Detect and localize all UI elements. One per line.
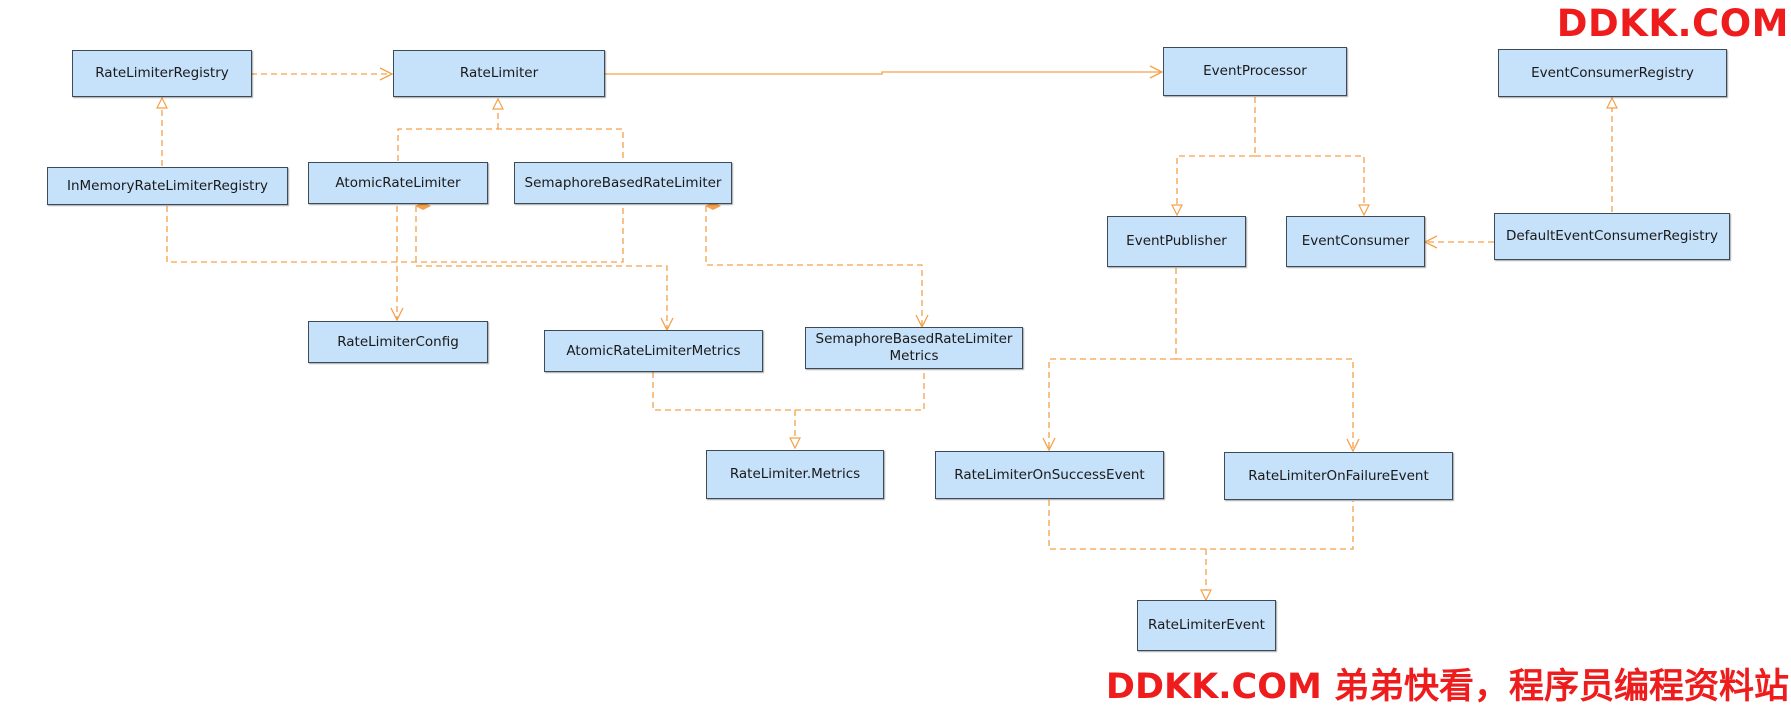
node-rate-limiter-registry: RateLimiterRegistry xyxy=(72,50,252,97)
node-default-event-consumer-registry: DefaultEventConsumerRegistry xyxy=(1494,213,1730,260)
edge-ratelimiter-to-eventprocessor xyxy=(604,72,1162,74)
edge-inmemory-to-config xyxy=(166,206,624,263)
edge-atomic-composition-metrics xyxy=(416,206,667,330)
node-semaphore-based-rate-limiter-metrics: SemaphoreBasedRateLimiter Metrics xyxy=(805,327,1023,369)
node-event-publisher: EventPublisher xyxy=(1107,216,1246,267)
edge-events-to-base xyxy=(1048,500,1354,550)
node-rate-limiter-metrics: RateLimiter.Metrics xyxy=(706,450,884,499)
edge-atomic-to-ratelimiter xyxy=(397,128,624,161)
node-atomic-rate-limiter: AtomicRateLimiter xyxy=(308,162,488,204)
node-rate-limiter-on-success-event: RateLimiterOnSuccessEvent xyxy=(935,451,1164,499)
edge-eventprocessor-to-publisher xyxy=(1177,155,1255,215)
edge-semaphore-composition-metrics xyxy=(706,206,922,327)
node-atomic-rate-limiter-metrics: AtomicRateLimiterMetrics xyxy=(544,330,763,372)
node-semaphore-based-rate-limiter: SemaphoreBasedRateLimiter xyxy=(514,162,732,204)
node-in-memory-rate-limiter-registry: InMemoryRateLimiterRegistry xyxy=(47,167,288,205)
edge-publisher-to-failure xyxy=(1176,358,1353,451)
edge-eventprocessor-to-consumer xyxy=(1255,155,1364,215)
node-rate-limiter-on-failure-event: RateLimiterOnFailureEvent xyxy=(1224,452,1453,500)
node-event-consumer-registry: EventConsumerRegistry xyxy=(1498,49,1727,97)
node-rate-limiter: RateLimiter xyxy=(393,50,605,97)
node-rate-limiter-config: RateLimiterConfig xyxy=(308,321,488,363)
node-event-consumer: EventConsumer xyxy=(1286,216,1425,267)
edge-publisher-to-success xyxy=(1049,358,1176,450)
watermark-top: DDKK.COM xyxy=(1556,2,1789,45)
node-event-processor: EventProcessor xyxy=(1163,47,1347,96)
node-rate-limiter-event: RateLimiterEvent xyxy=(1137,600,1276,651)
watermark-bottom: DDKK.COM 弟弟快看，程序员编程资料站 xyxy=(1105,667,1789,707)
edge-metrics-impl-to-metrics xyxy=(652,369,925,411)
